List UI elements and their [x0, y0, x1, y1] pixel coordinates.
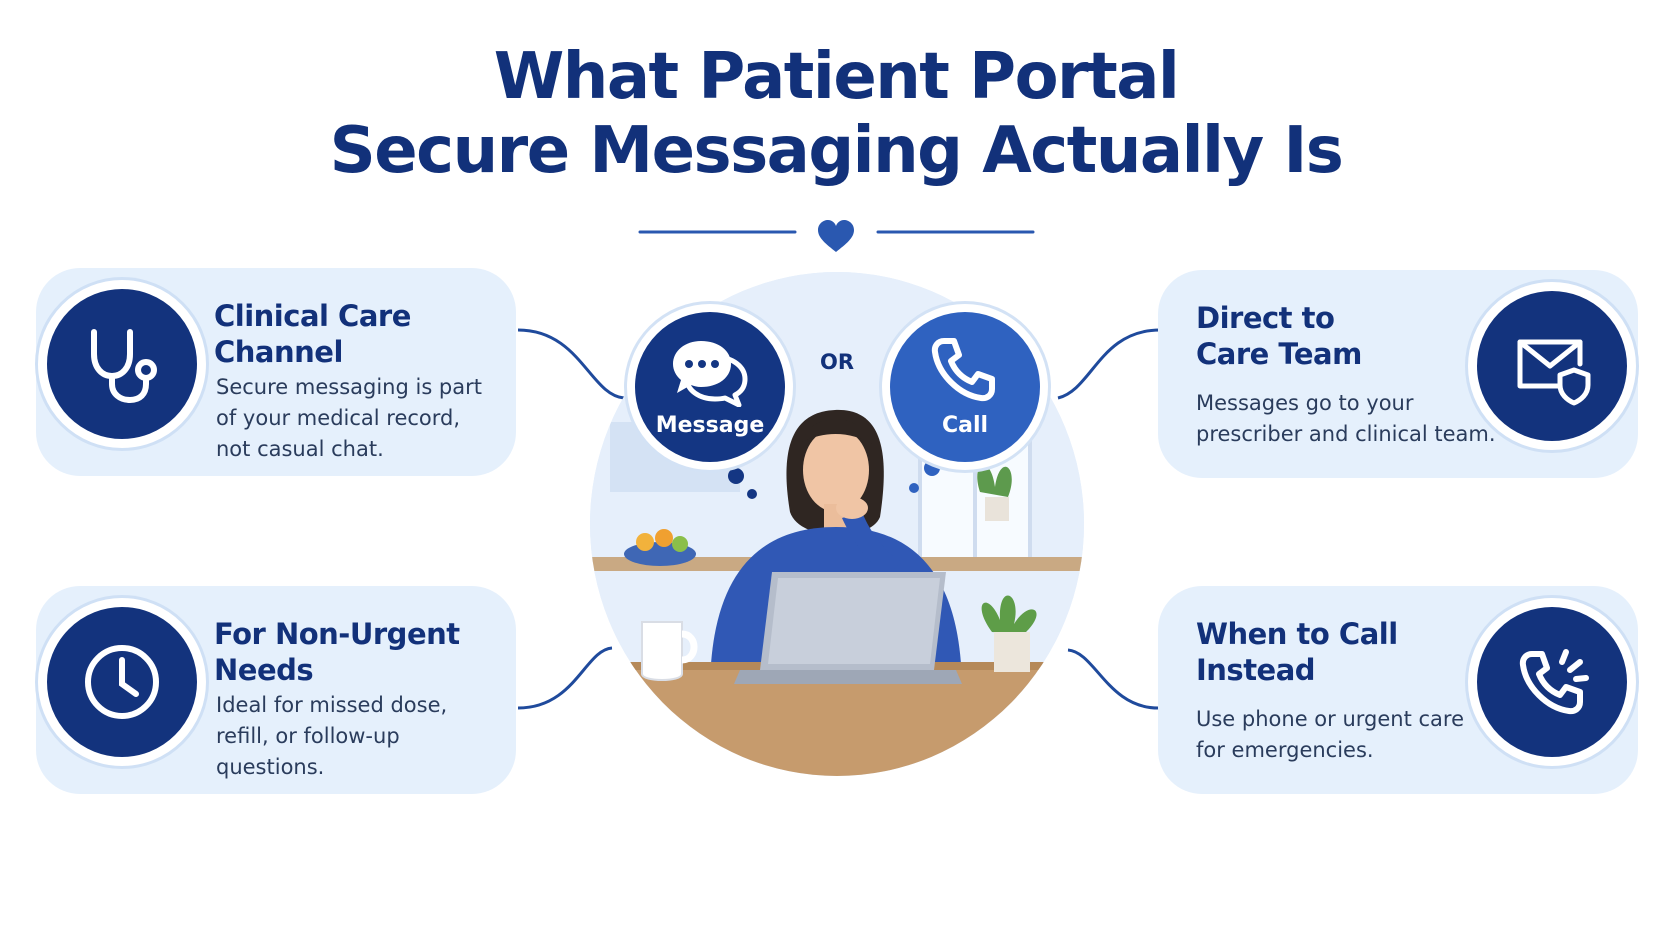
- heart-icon: [818, 220, 854, 252]
- card-text-line: Ideal for missed dose,: [216, 693, 448, 717]
- card-title-line: Direct to: [1196, 301, 1335, 335]
- phone-ringing-icon: [1468, 598, 1636, 766]
- stethoscope-icon: [38, 280, 206, 448]
- card-text-line: refill, or follow-up: [216, 724, 400, 748]
- card-text-line: Secure messaging is part: [216, 375, 482, 399]
- thought-dot: [747, 489, 757, 499]
- connector-top-left: [517, 328, 625, 400]
- or-label: OR: [819, 350, 855, 374]
- thought-dot: [728, 468, 744, 484]
- card-text: Messages go to your prescriber and clini…: [1196, 388, 1496, 450]
- card-text-line: Messages go to your: [1196, 391, 1414, 415]
- connector-bottom-left: [517, 646, 613, 710]
- card-when-to-call-instead: When to Call Instead Use phone or urgent…: [1158, 586, 1638, 794]
- card-title: Clinical Care Channel: [214, 298, 411, 370]
- card-direct-to-care-team: Direct to Care Team Messages go to your …: [1158, 270, 1638, 478]
- envelope-shield-icon: [1468, 282, 1636, 450]
- message-label: Message: [655, 412, 765, 438]
- card-text-line: prescriber and clinical team.: [1196, 422, 1496, 446]
- card-clinical-care-channel: Clinical Care Channel Secure messaging i…: [36, 268, 516, 476]
- page-title: What Patient Portal Secure Messaging Act…: [0, 40, 1672, 188]
- message-bubble: Message: [627, 304, 793, 470]
- card-text-line: of your medical record,: [216, 406, 461, 430]
- card-text-line: questions.: [216, 755, 325, 779]
- page-title-line-1: What Patient Portal: [493, 40, 1180, 114]
- card-title-line: Instead: [1196, 653, 1316, 687]
- card-title: When to Call Instead: [1196, 616, 1398, 688]
- card-text-line: not casual chat.: [216, 437, 384, 461]
- card-title-line: Care Team: [1196, 337, 1362, 371]
- card-title: For Non-Urgent Needs: [214, 616, 460, 688]
- chat-bubbles-icon: [673, 340, 748, 407]
- card-title-line: Needs: [214, 653, 314, 687]
- page-title-line-2: Secure Messaging Actually Is: [329, 114, 1344, 188]
- thought-dot: [909, 483, 919, 493]
- card-title-line: Clinical Care: [214, 299, 411, 333]
- card-title-line: For Non-Urgent: [214, 617, 460, 651]
- card-for-non-urgent-needs: For Non-Urgent Needs Ideal for missed do…: [36, 586, 516, 794]
- card-text: Use phone or urgent care for emergencies…: [1196, 704, 1464, 766]
- card-text-line: for emergencies.: [1196, 738, 1374, 762]
- connector-top-right: [1057, 328, 1161, 400]
- card-text-line: Use phone or urgent care: [1196, 707, 1465, 731]
- card-title-line: Channel: [214, 335, 343, 369]
- card-text: Secure messaging is part of your medical…: [216, 372, 482, 465]
- clock-icon: [38, 598, 206, 766]
- card-text: Ideal for missed dose, refill, or follow…: [216, 690, 447, 783]
- call-bubble: Call: [882, 304, 1048, 470]
- card-title: Direct to Care Team: [1196, 300, 1362, 372]
- connector-bottom-right: [1067, 648, 1159, 710]
- call-label: Call: [941, 412, 989, 438]
- phone-icon: [931, 337, 995, 401]
- card-title-line: When to Call: [1196, 617, 1398, 651]
